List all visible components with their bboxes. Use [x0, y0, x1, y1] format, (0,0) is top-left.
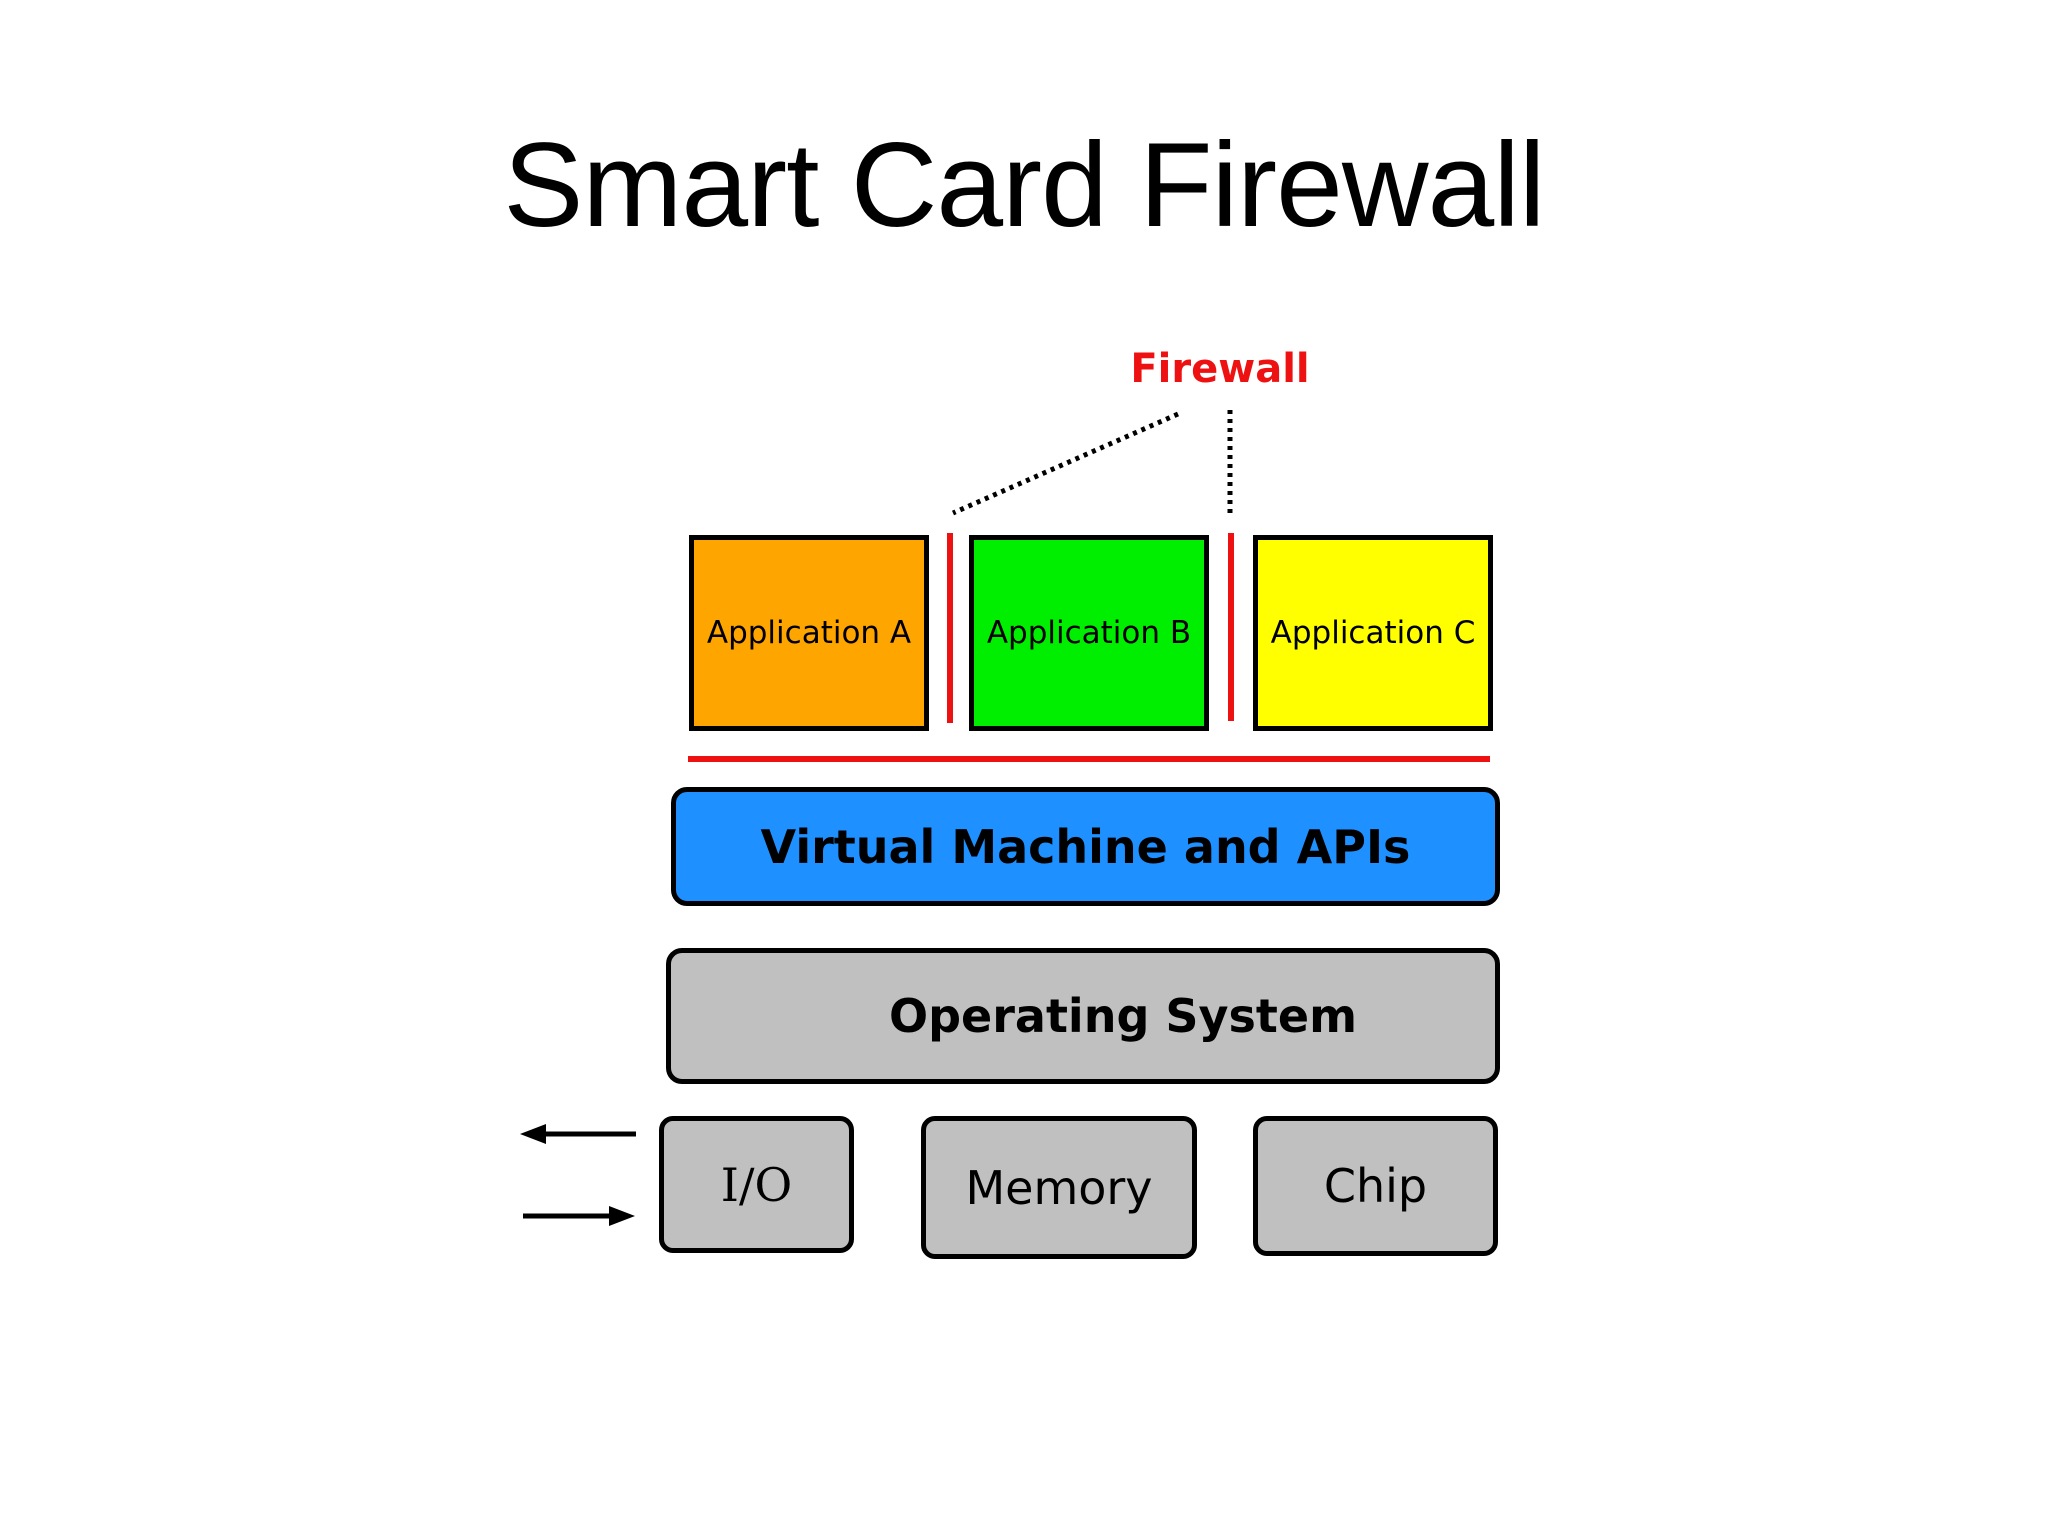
application-c-label: Application C	[1270, 615, 1476, 651]
firewall-label: Firewall	[1130, 346, 1310, 392]
application-b-label: Application B	[986, 615, 1192, 651]
application-c-box: Application C	[1253, 535, 1493, 731]
io-arrow-out-head	[520, 1124, 546, 1144]
memory-label: Memory	[965, 1160, 1153, 1215]
application-a-label: Application A	[706, 615, 912, 651]
operating-system-layer: Operating System	[666, 948, 1500, 1084]
chip-label: Chip	[1323, 1159, 1428, 1213]
io-box: I/O	[659, 1116, 854, 1253]
operating-system-label: Operating System	[888, 989, 1358, 1043]
memory-box: Memory	[921, 1116, 1197, 1259]
slide-title: Smart Card Firewall	[503, 118, 1545, 252]
virtual-machine-layer: Virtual Machine and APIs	[671, 787, 1500, 906]
application-a-box: Application A	[689, 535, 929, 731]
virtual-machine-label: Virtual Machine and APIs	[760, 819, 1411, 874]
firewall-leader-diagonal	[951, 411, 1180, 516]
application-b-box: Application B	[969, 535, 1209, 731]
chip-box: Chip	[1253, 1116, 1498, 1256]
io-label: I/O	[720, 1157, 793, 1212]
io-arrow-in-head	[609, 1206, 635, 1226]
